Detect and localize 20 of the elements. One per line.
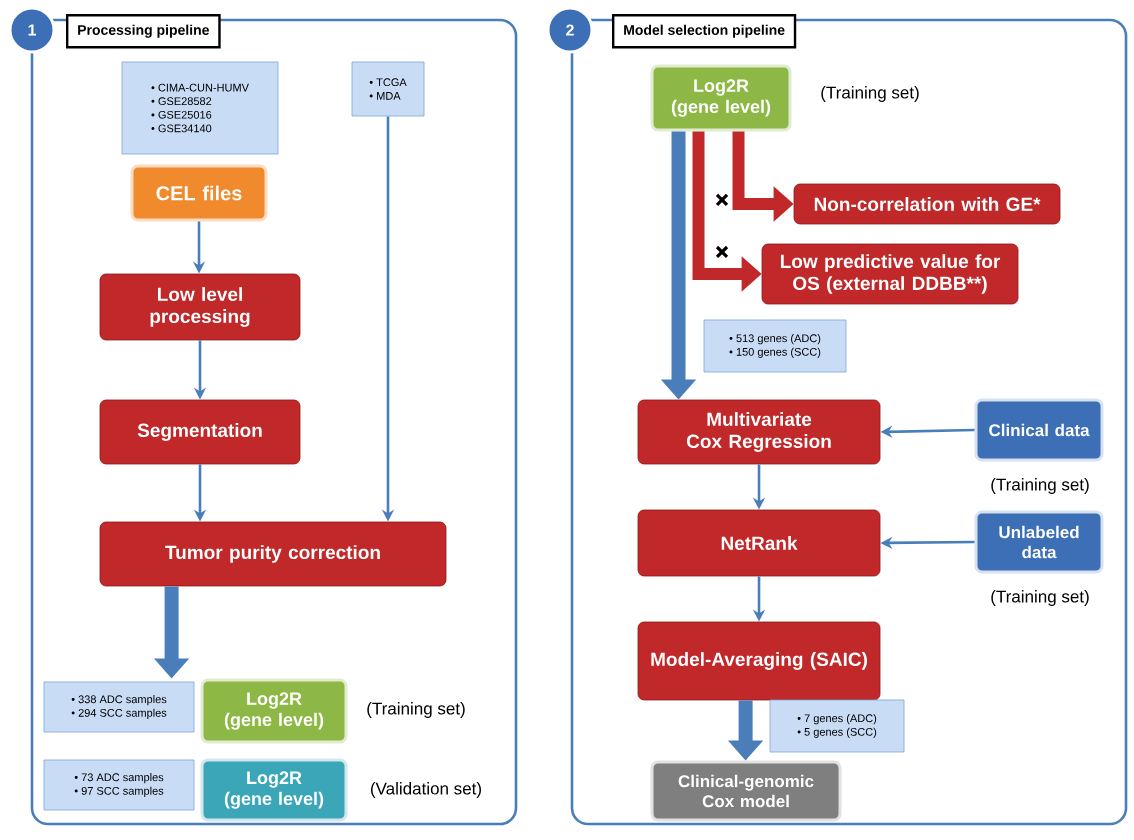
data-box: CEL files: [130, 164, 268, 222]
set-note: (Training set): [821, 86, 919, 102]
step-badge: 1: [8, 6, 56, 54]
model-box: Clinical-genomic Cox model: [650, 760, 842, 822]
result-box: Log2R (gene level): [650, 64, 792, 132]
process-box: Low level processing: [99, 273, 301, 341]
set-note: (Validation set): [371, 782, 481, 798]
process-box: NetRank: [637, 509, 881, 577]
set-note: (Training set): [367, 702, 465, 718]
set-note: (Training set): [991, 590, 1089, 606]
input-box: Clinical data: [974, 398, 1104, 462]
process-box: Tumor purity correction: [99, 521, 447, 587]
process-box: Model-Averaging (SAIC): [637, 621, 881, 701]
step-badge: 2: [546, 6, 594, 54]
result-box: Log2R (gene level): [200, 758, 348, 822]
process-box: Multivariate Cox Regression: [637, 399, 881, 465]
result-box: Log2R (gene level): [200, 678, 348, 744]
input-box: Unlabeled data: [974, 510, 1104, 574]
set-note: (Training set): [991, 478, 1089, 494]
process-box: Segmentation: [99, 399, 301, 465]
